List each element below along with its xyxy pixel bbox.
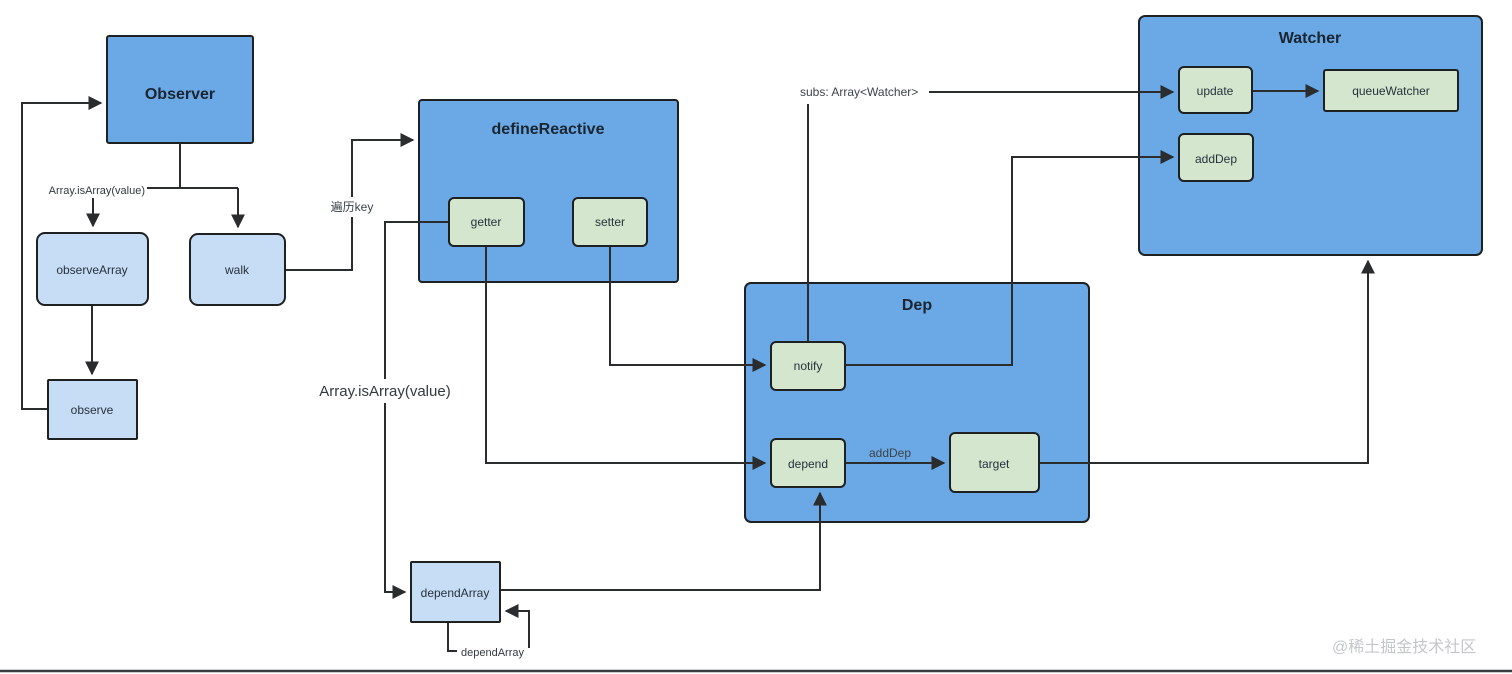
queue-watcher-label: queueWatcher [1352, 84, 1430, 98]
target-box [949, 432, 1040, 493]
add-dep-box [1178, 133, 1254, 182]
depend-node: depend [770, 438, 846, 488]
depend-array-label: dependArray [421, 586, 490, 600]
is-array-check-large-label-bg [311, 379, 459, 403]
observe-box [47, 379, 138, 440]
setter-box [572, 197, 648, 247]
traverse-key-label-bg [327, 197, 377, 217]
watermark: @稀土掘金技术社区 [1332, 638, 1476, 656]
traverse-key-label: 遍历key [331, 200, 374, 214]
getter-box [448, 197, 525, 247]
getter-label: getter [471, 215, 502, 229]
observe-array-node: observeArray [36, 232, 149, 306]
edge-depend-array-loop-out [447, 622, 457, 652]
depend-box [770, 438, 846, 488]
edge-depend-array-to-depend [500, 491, 827, 591]
observe-array-box [36, 232, 149, 306]
observer-title: Observer [145, 86, 215, 103]
edge-depend-array-loop-in [504, 604, 530, 648]
is-array-check-small-label: Array.isArray(value) [49, 185, 145, 197]
define-reactive-title: defineReactive [492, 121, 605, 138]
depend-label: depend [788, 457, 828, 471]
dep-title: Dep [902, 297, 932, 314]
edge-notify-to-add-dep [845, 150, 1175, 366]
edge-getter-to-depend-array [384, 221, 449, 599]
depend-array-box [410, 561, 501, 623]
setter-label: setter [595, 215, 625, 229]
getter-node: getter [448, 197, 525, 247]
add-dep-edge-label: addDep [869, 446, 911, 460]
queue-watcher-box [1323, 69, 1459, 112]
watcher-title: Watcher [1279, 30, 1342, 47]
notify-node: notify [770, 341, 846, 391]
update-box [1178, 66, 1253, 114]
observe-array-label: observeArray [56, 263, 127, 277]
edge-setter-to-notify [609, 246, 767, 372]
is-array-check-large-label: Array.isArray(value) [319, 383, 450, 400]
update-label: update [1197, 84, 1234, 98]
notify-label: notify [794, 359, 823, 373]
observer-container: Observer [106, 35, 254, 144]
target-label: target [979, 457, 1010, 471]
observe-node: observe [47, 379, 138, 440]
observe-label: observe [71, 403, 114, 417]
edge-labels: Array.isArray(value) Array.isArray(value… [49, 85, 919, 659]
update-node: update [1178, 66, 1253, 114]
add-dep-node: addDep [1178, 133, 1254, 182]
depend-array-node: dependArray [410, 561, 501, 623]
walk-node: walk [189, 233, 286, 306]
walk-box [189, 233, 286, 306]
walk-label: walk [224, 263, 250, 277]
target-node: target [949, 432, 1040, 493]
edge-target-to-watcher [1039, 259, 1375, 464]
define-reactive-container: defineReactive [418, 99, 679, 283]
setter-node: setter [572, 197, 648, 247]
depend-array-loop-label: dependArray [461, 647, 524, 659]
edge-observe-to-observer [21, 96, 103, 410]
edge-getter-to-depend [485, 246, 767, 470]
add-dep-label: addDep [1195, 152, 1237, 166]
notify-box [770, 341, 846, 391]
subs-watchers-label: subs: Array<Watcher> [800, 85, 918, 99]
queue-watcher-node: queueWatcher [1323, 69, 1459, 112]
